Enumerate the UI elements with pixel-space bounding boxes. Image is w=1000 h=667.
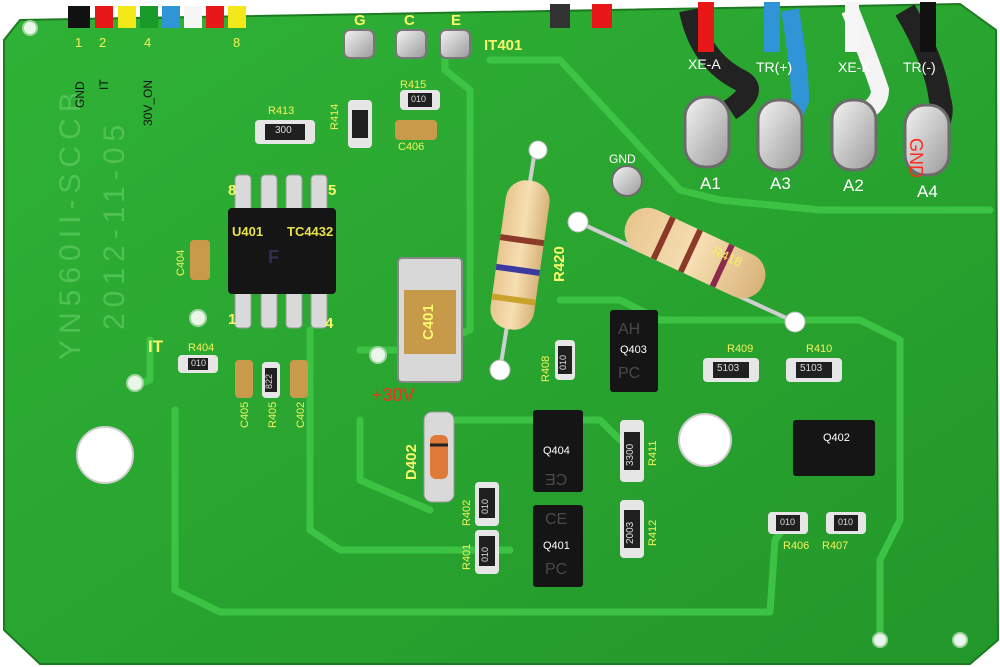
code-r402: 010 bbox=[480, 498, 490, 514]
vias bbox=[22, 20, 968, 648]
resistor-r420 bbox=[489, 140, 550, 381]
ref-r406: R406 bbox=[783, 540, 810, 552]
d402-label: D402 bbox=[403, 444, 420, 480]
board-ref-it401: IT401 bbox=[484, 37, 523, 54]
gnd-red-label: GND bbox=[906, 138, 926, 178]
resistor-r418 bbox=[567, 207, 806, 333]
mark-q403-b: PC bbox=[618, 365, 641, 382]
code-r415: 010 bbox=[411, 94, 427, 104]
code-r412: 2003 bbox=[625, 521, 636, 544]
ref-r409: R409 bbox=[727, 343, 754, 355]
pin-label-c: C bbox=[404, 12, 415, 29]
ref-r401: R401 bbox=[461, 543, 473, 570]
code-r411: 3300 bbox=[625, 443, 636, 466]
code-r407: 010 bbox=[838, 517, 854, 527]
board-print-line2: 2012-11-05 bbox=[98, 118, 131, 330]
board-outline bbox=[3, 2, 1000, 665]
ref-q403: Q403 bbox=[620, 344, 647, 356]
net-label-it: IT bbox=[148, 337, 164, 356]
pad-label-a1: A1 bbox=[700, 174, 721, 193]
code-r404: 010 bbox=[191, 358, 207, 368]
mark-q401-a: CE bbox=[545, 511, 568, 528]
ic-marking: F bbox=[268, 247, 279, 267]
wire-label-xe-a: XE-A bbox=[688, 56, 721, 72]
ref-r410: R410 bbox=[806, 343, 833, 355]
ref-c404: C404 bbox=[175, 249, 187, 276]
ref-c406: C406 bbox=[398, 141, 425, 153]
transistors bbox=[533, 310, 875, 587]
pin-name-it: IT bbox=[97, 79, 111, 90]
ref-r407: R407 bbox=[822, 540, 849, 552]
code-r413: 300 bbox=[275, 125, 292, 136]
pad-label-a3: A3 bbox=[770, 174, 791, 193]
code-r409: 5103 bbox=[717, 363, 740, 374]
ref-q401: Q401 bbox=[543, 540, 570, 552]
ref-r413: R413 bbox=[268, 105, 295, 117]
wire-label-xe-k: XE-K bbox=[838, 59, 871, 75]
ref-c405: C405 bbox=[239, 401, 251, 428]
mark-q403-a: AH bbox=[618, 321, 641, 338]
pin-number-2: 2 bbox=[99, 35, 107, 50]
voltage-label: +30V bbox=[372, 385, 415, 405]
capacitor-c401 bbox=[397, 257, 463, 383]
ic-u401 bbox=[228, 174, 336, 329]
code-r410: 5103 bbox=[800, 363, 823, 374]
pin-label-g: G bbox=[354, 12, 366, 29]
ic-pin1-label: 1 bbox=[228, 311, 237, 328]
ref-r414: R414 bbox=[329, 103, 341, 130]
mark-q401-b: PC bbox=[545, 561, 568, 578]
code-r406: 010 bbox=[780, 517, 796, 527]
ic-pin5-label: 5 bbox=[328, 182, 337, 199]
wire-label-tr-plus: TR(+) bbox=[756, 59, 793, 75]
mounting-holes bbox=[76, 413, 732, 484]
ic-ref-label: U401 bbox=[232, 224, 264, 239]
pin-number-8: 8 bbox=[233, 35, 241, 50]
pad-label-a4: A4 bbox=[917, 182, 938, 201]
ref-r402: R402 bbox=[461, 499, 473, 526]
code-r405: 822 bbox=[264, 373, 274, 389]
ref-q404: Q404 bbox=[543, 445, 570, 457]
ref-r404: R404 bbox=[188, 342, 215, 354]
diode-d402 bbox=[423, 411, 455, 503]
smd-parts bbox=[178, 90, 866, 574]
ref-q402: Q402 bbox=[823, 432, 850, 444]
code-r401: 010 bbox=[480, 546, 490, 562]
ref-r405: R405 bbox=[267, 401, 279, 428]
pad-label-a2: A2 bbox=[843, 176, 864, 195]
pin-label-e: E bbox=[451, 12, 462, 29]
board-print-line1: YN560II-SCCB bbox=[54, 86, 87, 360]
ref-r420: R420 bbox=[551, 246, 568, 282]
ref-r408: R408 bbox=[540, 355, 552, 382]
ic-pin8-label: 8 bbox=[228, 182, 237, 199]
gnd-stud bbox=[611, 165, 643, 197]
pin-name-gnd: GND bbox=[73, 81, 87, 108]
mark-q404: CE bbox=[545, 470, 568, 487]
code-r408: 010 bbox=[558, 354, 568, 370]
pin-number-4: 4 bbox=[144, 35, 152, 50]
ref-r412: R412 bbox=[647, 519, 659, 546]
c401-label: C401 bbox=[420, 304, 437, 340]
ref-r411: R411 bbox=[647, 440, 659, 466]
output-pads bbox=[683, 95, 951, 177]
ref-c402: C402 bbox=[295, 401, 307, 428]
pin-name-30v-on: 30V_ON bbox=[141, 79, 155, 126]
wire-label-tr-minus: TR(-) bbox=[903, 59, 936, 75]
ic-part-label: TC4432 bbox=[287, 224, 334, 239]
ic-pin4-label: 4 bbox=[325, 315, 334, 332]
pin-number-1: 1 bbox=[75, 35, 83, 50]
header-connector bbox=[68, 4, 612, 28]
transistor-pads bbox=[343, 29, 471, 59]
ref-r415: R415 bbox=[400, 79, 427, 91]
gnd-stud-label: GND bbox=[609, 152, 636, 166]
